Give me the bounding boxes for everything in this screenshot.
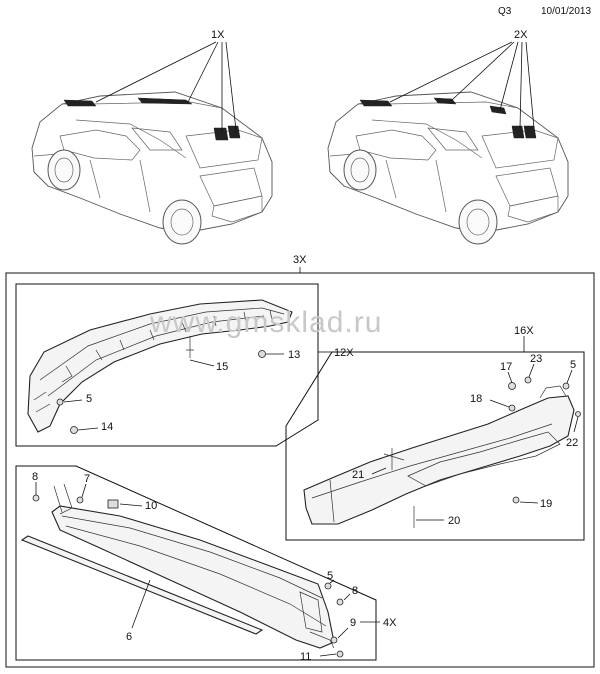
rocker-molding-panel-frame: [15, 465, 377, 661]
fastener-22: [575, 411, 581, 417]
callout-1x: 1X: [211, 29, 225, 41]
fastener-8-left: [32, 494, 40, 502]
front-bumper-fascia: [27, 299, 293, 433]
callout-2x: 2X: [514, 29, 528, 41]
fastener-11: [336, 650, 344, 658]
callout-11: 11: [300, 651, 311, 663]
callout-14: 14: [101, 421, 113, 433]
fastener-5-front: [56, 398, 64, 406]
callout-13: 13: [288, 349, 300, 361]
callout-5-rear: 5: [570, 359, 576, 371]
callout-23: 23: [530, 353, 542, 365]
callout-12x: 12X: [334, 347, 354, 359]
callout-15: 15: [216, 361, 228, 373]
callout-7: 7: [84, 473, 90, 485]
callout-8-left: 8: [32, 471, 38, 483]
page-code: Q3: [498, 6, 512, 17]
callout-18: 18: [470, 393, 482, 405]
fastener-21: [383, 448, 405, 470]
callout-5-front: 5: [86, 393, 92, 405]
callout-17: 17: [500, 361, 512, 373]
callout-6: 6: [126, 631, 132, 643]
fastener-17: [508, 382, 516, 390]
fastener-19: [512, 496, 520, 504]
fastener-14: [70, 426, 78, 434]
fastener-7: [76, 496, 84, 504]
callout-19: 19: [540, 498, 552, 510]
rear-bumper-fascia: [303, 385, 575, 525]
assembly-3x-frame: [5, 272, 595, 668]
callout-5-rocker: 5: [327, 570, 333, 582]
vehicle-illustration-right: [327, 91, 569, 245]
callout-3x: 3X: [293, 254, 307, 266]
callout-8-right: 8: [352, 585, 358, 597]
callout-10: 10: [145, 500, 157, 512]
front-bumper-panel-frame: [15, 283, 319, 447]
watermark: www.gmsklad.ru: [149, 306, 382, 339]
vehicle-illustration-left: [31, 91, 273, 245]
fastener-5-rocker: [324, 582, 332, 590]
callout-1x-leaders: [95, 41, 237, 132]
rear-bumper-panel-frame: [285, 351, 585, 541]
fastener-5-rear: [562, 382, 570, 390]
page-date: 10/01/2013: [541, 6, 591, 17]
fastener-15: [186, 336, 194, 358]
callout-4x: 4X: [383, 617, 397, 629]
callout-16x: 16X: [514, 325, 534, 337]
fastener-13: [258, 350, 266, 358]
seal-strip-6: [20, 535, 264, 635]
callout-20: 20: [448, 515, 460, 527]
callout-22: 22: [566, 437, 578, 449]
callout-21: 21: [352, 469, 364, 481]
fastener-9: [330, 636, 338, 644]
rocker-molding: [51, 483, 335, 649]
fastener-18: [508, 404, 516, 412]
callout-2x-leaders: [389, 41, 535, 129]
clip-10: [107, 499, 119, 509]
fastener-8-right: [336, 598, 344, 606]
callout-9: 9: [350, 617, 356, 629]
fastener-23: [524, 376, 532, 384]
